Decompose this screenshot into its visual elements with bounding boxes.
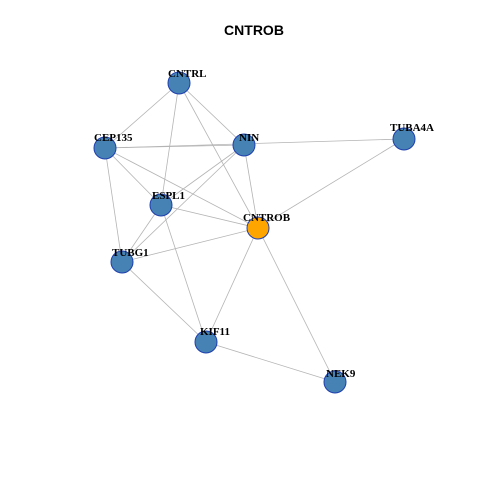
node-label-cntrl: CNTRL xyxy=(168,68,207,80)
edge-espl1-cntrob xyxy=(160,204,259,229)
node-label-tuba4a: TUBA4A xyxy=(390,122,434,134)
node-label-espl1: ESPL1 xyxy=(152,190,185,202)
edge-kif11-nek9 xyxy=(205,341,336,383)
node-tuba4a[interactable] xyxy=(392,127,416,151)
node-label-kif11: KIF11 xyxy=(200,326,230,338)
node-tubg1[interactable] xyxy=(110,250,134,274)
edge-cntrob-tubg1 xyxy=(121,227,259,263)
diagram-title: CNTROB xyxy=(224,22,284,38)
edge-nin-espl1 xyxy=(160,144,245,206)
edge-cntrl-cntrob xyxy=(178,82,259,229)
edge-cntrl-cep135 xyxy=(104,82,180,149)
edge-cntrl-espl1 xyxy=(160,82,180,206)
edge-espl1-kif11 xyxy=(160,204,207,343)
nodes-layer xyxy=(93,71,416,394)
node-cntrl[interactable] xyxy=(167,71,191,95)
edge-nin-cntrob xyxy=(243,144,259,229)
edge-cep135-cntrob xyxy=(104,147,259,229)
edge-cep135-tubg1 xyxy=(104,147,123,263)
edge-cep135-espl1 xyxy=(104,147,162,206)
edge-nin-tubg1 xyxy=(121,144,245,263)
edge-cntrl-nin xyxy=(178,82,245,146)
edge-cntrob-kif11 xyxy=(205,227,259,343)
node-espl1[interactable] xyxy=(149,193,173,217)
edge-cntrob-nek9 xyxy=(257,227,336,383)
node-label-nek9: NEK9 xyxy=(326,368,356,380)
edge-espl1-tubg1 xyxy=(121,204,162,263)
node-nek9[interactable] xyxy=(323,370,347,394)
node-label-cntrob: CNTROB xyxy=(243,212,291,224)
node-label-nin: NIN xyxy=(239,132,259,144)
node-label-tubg1: TUBG1 xyxy=(112,247,149,259)
node-kif11[interactable] xyxy=(194,330,218,354)
node-cntrob[interactable] xyxy=(246,216,270,240)
edge-tubg1-kif11 xyxy=(121,261,207,343)
node-label-cep135: CEP135 xyxy=(94,132,133,144)
edge-tuba4a-cntrob xyxy=(257,138,405,229)
node-nin[interactable] xyxy=(232,133,256,157)
node-cep135[interactable] xyxy=(93,136,117,160)
